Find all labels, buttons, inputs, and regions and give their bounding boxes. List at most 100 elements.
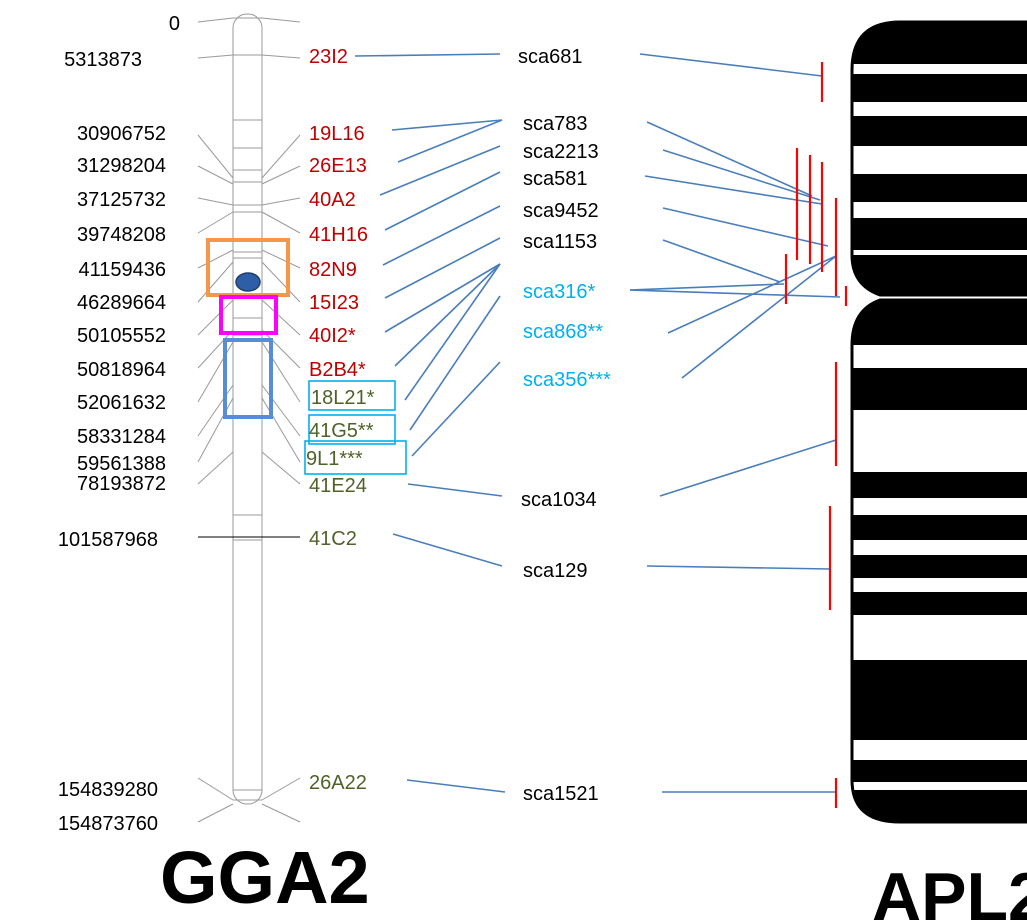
- apl2-p-arm: [852, 20, 1027, 300]
- bac-label: 40A2: [309, 189, 356, 211]
- bac-label: 26A22: [309, 772, 367, 794]
- gga2-fan-line: [262, 330, 300, 368]
- gga2-fan-line: [198, 804, 233, 822]
- apl2-chromosome: [852, 20, 1027, 825]
- bac-label: 41H16: [309, 224, 368, 246]
- gga2-fan-line: [262, 212, 300, 233]
- gga2-fan-line: [262, 250, 300, 268]
- scaffold-labels: sca681sca783sca2213sca581sca9452sca1153s…: [518, 46, 611, 805]
- gga2-fan-line: [198, 452, 233, 484]
- mapping-line: [380, 146, 500, 195]
- position-label: 154873760: [58, 813, 158, 835]
- position-label: 101587968: [58, 529, 158, 551]
- bac-label: 40I2*: [309, 325, 356, 347]
- bac-labels: 23I2 19L16 26E13 40A2 41H16 82N9 15I23 40I2* B2B…: [306, 46, 375, 794]
- gga2-fan-line: [198, 250, 233, 268]
- bac-label: 9L1***: [306, 448, 363, 470]
- position-label: 59561388: [77, 453, 166, 475]
- mapping-line: [663, 208, 828, 246]
- mapping-line: [392, 120, 502, 130]
- position-label: 50105552: [77, 325, 166, 347]
- apl2-dark-band: [852, 592, 1027, 615]
- gga2-fan-line: [262, 804, 300, 822]
- apl2-dark-band: [852, 174, 1027, 202]
- gga2-fan-line: [262, 398, 300, 462]
- position-label: 154839280: [58, 779, 158, 801]
- mapping-line: [630, 290, 840, 297]
- scaffold-label: sca868**: [523, 321, 603, 343]
- gga2-fan-line: [262, 198, 300, 205]
- gga2-title: GGA2: [160, 836, 370, 919]
- gga2-fan-line: [198, 300, 233, 335]
- apl2-dark-band: [852, 255, 1027, 295]
- mapping-line: [355, 54, 500, 56]
- scaffold-label: sca356***: [523, 369, 611, 391]
- gga2-fan-line: [262, 300, 300, 335]
- mapping-line: [663, 240, 780, 282]
- position-labels: 0531387330906752312982043712573239748208…: [58, 13, 180, 835]
- position-label: 5313873: [64, 49, 142, 71]
- gga2-fan-line: [198, 135, 233, 178]
- gga2-fan-line: [198, 330, 233, 368]
- apl2-dark-band: [852, 555, 1027, 578]
- mapping-line: [412, 362, 500, 456]
- mapping-line: [647, 122, 812, 196]
- gga2-fan-line: [198, 166, 233, 184]
- scaffold-label: sca1153: [523, 231, 597, 253]
- apl2-dark-band: [852, 472, 1027, 498]
- scaffold-label: sca1034: [521, 489, 597, 511]
- position-label: 78193872: [77, 473, 166, 495]
- scaffold-label: sca9452: [523, 200, 599, 222]
- bac-label: 26E13: [309, 155, 367, 177]
- apl2-dark-band: [852, 300, 1027, 345]
- bac-label: 23I2: [309, 46, 348, 68]
- mapping-line: [660, 440, 836, 496]
- position-label: 39748208: [77, 224, 166, 246]
- mapping-line: [407, 780, 505, 792]
- scaffold-label: sca2213: [523, 141, 599, 163]
- position-label: 46289664: [77, 292, 166, 314]
- apl2-dark-band: [852, 218, 1027, 250]
- gga2-fan-line: [262, 452, 300, 484]
- mapping-line: [395, 264, 500, 366]
- gga2-fan-line: [198, 398, 233, 462]
- gga2-fan-line: [262, 166, 300, 184]
- apl2-dark-band: [852, 790, 1027, 822]
- apl2-dark-band: [852, 515, 1027, 540]
- apl2-title: APL2: [872, 859, 1027, 924]
- mapping-line: [647, 566, 830, 569]
- mapping-line: [383, 206, 500, 265]
- mapping-line: [668, 256, 836, 333]
- scaffold-label: sca316*: [523, 281, 595, 303]
- position-label: 41159436: [79, 259, 167, 281]
- scaffold-label: sca1521: [523, 783, 599, 805]
- mapping-line: [640, 54, 822, 76]
- gga2-fan-line: [198, 212, 233, 233]
- mapping-line: [405, 264, 500, 400]
- bac-label: 82N9: [309, 259, 357, 281]
- apl2-dark-band: [852, 368, 1027, 410]
- gga2-fan-line: [262, 778, 300, 800]
- mapping-line: [385, 172, 500, 230]
- apl2-q-arm: [852, 300, 1027, 825]
- gga2-fan-line: [198, 55, 233, 58]
- centromere: [236, 273, 260, 291]
- position-label: 37125732: [77, 189, 166, 211]
- apl2-dark-band: [852, 22, 1027, 64]
- gga2-fan-line: [262, 18, 300, 22]
- apl2-dark-band: [852, 660, 1027, 740]
- bac-label: 41G5**: [309, 420, 374, 442]
- position-label: 52061632: [77, 392, 166, 414]
- gga2-chromosome: [198, 14, 300, 822]
- bac-label: 15I23: [309, 292, 359, 314]
- gga2-body: [233, 14, 262, 804]
- apl2-markers: [786, 62, 846, 808]
- mapping-line: [393, 534, 502, 566]
- bac-label: 19L16: [309, 123, 365, 145]
- mapping-lines: [305, 54, 840, 792]
- apl2-dark-band: [852, 760, 1027, 782]
- gga2-fan-line: [198, 198, 233, 205]
- gga2-fan-line: [198, 778, 233, 800]
- bac-label: B2B4*: [309, 359, 366, 381]
